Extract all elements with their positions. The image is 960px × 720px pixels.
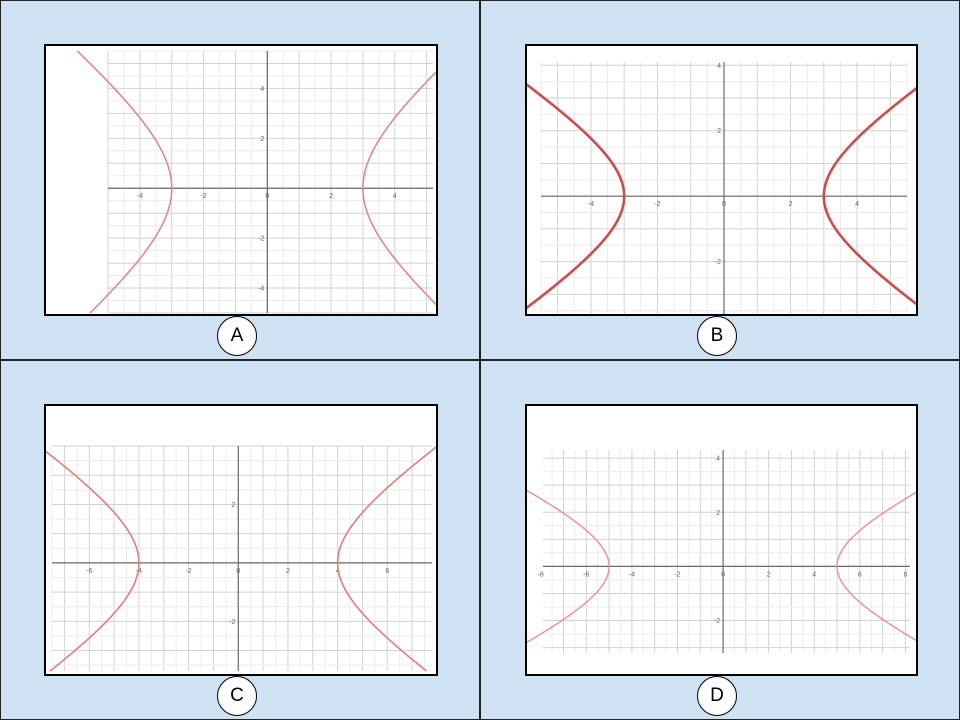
y-tick-label: 4 xyxy=(717,63,721,70)
grid-minor xyxy=(107,50,433,314)
x-tick-label: 0 xyxy=(721,571,725,578)
hyperbola-left-branch xyxy=(527,489,610,643)
option-b-quadrant[interactable]: -4 -2 0 2 4 4 2 -2 B xyxy=(480,0,960,360)
y-tick-label: -2 xyxy=(714,618,720,625)
option-a-badge[interactable]: A xyxy=(217,316,257,356)
y-tick-label: 2 xyxy=(231,502,235,509)
hyperbola-right-branch xyxy=(836,491,916,642)
x-tick-label: 6 xyxy=(858,571,862,578)
option-c-label: C xyxy=(230,685,244,706)
x-tick-label: -4 xyxy=(137,193,143,200)
x-tick-label: 6 xyxy=(385,568,389,575)
option-b-graph: -4 -2 0 2 4 4 2 -2 xyxy=(525,44,918,316)
x-tick-label: -4 xyxy=(629,571,635,578)
x-tick-label: 0 xyxy=(722,201,726,208)
x-tick-label: -2 xyxy=(185,568,191,575)
x-tick-label: 2 xyxy=(329,193,333,200)
x-tick-label: 2 xyxy=(789,201,793,208)
option-b-badge[interactable]: B xyxy=(697,316,737,356)
x-tick-label: -4 xyxy=(136,568,142,575)
option-d-graph: -8 -6 -4 -2 0 2 4 6 8 4 2 -2 xyxy=(525,404,918,676)
hyperbola-right-branch xyxy=(822,86,916,306)
grid-minor xyxy=(543,450,910,653)
x-tick-label: 4 xyxy=(855,201,859,208)
option-b-label: B xyxy=(710,325,724,346)
grid-minor xyxy=(51,445,432,671)
x-tick-label: 0 xyxy=(236,568,240,575)
option-d-graph-svg: -8 -6 -4 -2 0 2 4 6 8 4 2 -2 xyxy=(527,450,916,653)
x-tick-label: -4 xyxy=(588,201,594,208)
hyperbola-right-branch xyxy=(362,70,436,306)
x-tick-label: 2 xyxy=(286,568,290,575)
option-d-quadrant[interactable]: -8 -6 -4 -2 0 2 4 6 8 4 2 -2 D xyxy=(480,360,960,720)
x-tick-label: 4 xyxy=(812,571,816,578)
x-tick-label: -6 xyxy=(86,568,92,575)
x-tick-label: 0 xyxy=(265,193,269,200)
hyperbola-left-branch xyxy=(527,83,626,310)
y-tick-label: -4 xyxy=(258,286,264,293)
option-c-badge[interactable]: C xyxy=(217,676,257,716)
x-tick-label: -2 xyxy=(654,201,660,208)
option-a-label: A xyxy=(230,325,244,346)
option-a-graph: -4 -2 0 2 4 4 2 -2 -4 xyxy=(44,44,438,316)
y-tick-label: 4 xyxy=(260,86,264,93)
y-tick-label: 2 xyxy=(260,136,264,143)
hyperbola-left-branch xyxy=(76,50,173,314)
y-tick-label: -2 xyxy=(715,259,721,266)
y-tick-label: 2 xyxy=(717,128,721,135)
y-tick-label: -2 xyxy=(258,236,264,243)
x-tick-label: 4 xyxy=(393,193,397,200)
x-tick-label: 8 xyxy=(903,571,907,578)
x-tick-label: -2 xyxy=(674,571,680,578)
x-tick-label: -8 xyxy=(538,571,544,578)
option-b-graph-svg: -4 -2 0 2 4 4 2 -2 xyxy=(527,62,916,314)
y-tick-label: 2 xyxy=(716,510,720,517)
option-a-graph-svg: -4 -2 0 2 4 4 2 -2 -4 xyxy=(76,50,436,314)
x-tick-label: -2 xyxy=(200,193,206,200)
hyperbola-right-branch xyxy=(336,446,436,672)
option-a-quadrant[interactable]: -4 -2 0 2 4 4 2 -2 -4 A xyxy=(0,0,480,360)
hyperbola-left-branch xyxy=(46,450,140,672)
x-tick-label: 2 xyxy=(767,571,771,578)
y-tick-label: -2 xyxy=(229,619,235,626)
option-d-badge[interactable]: D xyxy=(697,676,737,716)
x-tick-label: -6 xyxy=(583,571,589,578)
option-d-label: D xyxy=(710,685,724,706)
y-tick-label: 4 xyxy=(716,456,720,463)
